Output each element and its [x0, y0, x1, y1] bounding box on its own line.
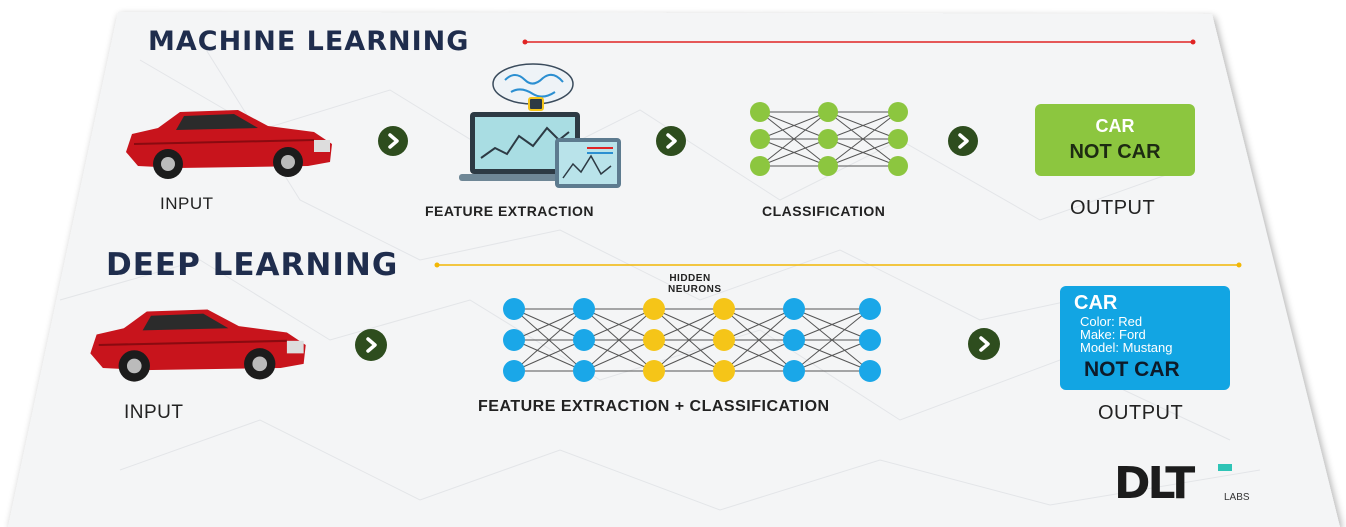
- ml-output-label: OUTPUT: [1070, 197, 1156, 219]
- chevron-right-icon: [958, 133, 969, 149]
- chevron-right-icon: [388, 133, 399, 149]
- network-edge: [723, 308, 795, 372]
- car-icon: [126, 110, 332, 179]
- network-edge: [793, 308, 871, 341]
- network-edge: [583, 339, 655, 372]
- network-edge: [583, 308, 655, 341]
- network-node: [643, 329, 665, 351]
- chevron-right-icon: [666, 133, 677, 149]
- logo-accent: [1218, 464, 1232, 471]
- dl-hidden-label: HIDDEN NEURONS: [668, 273, 722, 295]
- network-node: [783, 298, 805, 320]
- network-node: [783, 360, 805, 382]
- network-node: [573, 329, 595, 351]
- ml-input-label: INPUT: [160, 194, 214, 213]
- dl-output-color: Color: Red: [1080, 314, 1143, 329]
- dl-output-not-car: NOT CAR: [1084, 358, 1180, 381]
- dl-output-model: Model: Mustang: [1080, 340, 1173, 355]
- chevron-right-icon: [979, 336, 990, 352]
- car-icon: [90, 309, 306, 382]
- dl-input-label: INPUT: [124, 402, 184, 423]
- network-node: [643, 298, 665, 320]
- deep-neural-network-icon: [503, 298, 881, 382]
- network-edge: [793, 308, 871, 372]
- dlt-labs-logo: DLT LABS: [1114, 458, 1254, 509]
- dl-output-box: CAR Color: Red Make: Ford Model: Mustang…: [1060, 286, 1230, 390]
- network-node: [783, 329, 805, 351]
- logo-main: DLT: [1114, 458, 1195, 509]
- brain-chip-icon: [492, 63, 574, 111]
- dl-output-make: Make: Ford: [1080, 327, 1146, 342]
- ml-title-line: [522, 39, 1196, 45]
- chevron-right-icon: [366, 337, 377, 353]
- dl-title-line: [434, 262, 1242, 268]
- dl-hidden-label-line2: NEURONS: [668, 284, 722, 295]
- ml-arrow-3: [948, 126, 978, 156]
- ml-title: MACHINE LEARNING: [148, 26, 470, 57]
- ml-arrow-2: [656, 126, 686, 156]
- network-node: [503, 329, 525, 351]
- ml-arrow-1: [378, 126, 408, 156]
- ml-feature-label: FEATURE EXTRACTION: [425, 203, 594, 219]
- dl-output-car: CAR: [1074, 292, 1118, 314]
- neural-network-icon: [750, 102, 908, 176]
- network-edge: [653, 308, 725, 372]
- network-edge: [723, 308, 795, 341]
- network-node: [859, 360, 881, 382]
- network-node: [573, 298, 595, 320]
- ml-output-box: CAR NOT CAR: [1035, 104, 1195, 176]
- network-node: [573, 360, 595, 382]
- logo-sub: LABS: [1224, 492, 1250, 503]
- dl-arrow-2: [968, 328, 1000, 360]
- dl-title: DEEP LEARNING: [106, 247, 399, 283]
- ml-classification-label: CLASSIFICATION: [762, 203, 886, 219]
- dl-output-label: OUTPUT: [1098, 402, 1184, 424]
- network-node: [503, 298, 525, 320]
- network-edge: [723, 339, 795, 372]
- ml-output-car: CAR: [1095, 116, 1135, 136]
- network-node: [713, 360, 735, 382]
- dl-arrow-1: [355, 329, 387, 361]
- network-node: [713, 298, 735, 320]
- network-node: [859, 329, 881, 351]
- network-edge: [583, 308, 655, 372]
- laptop-chart-icon: [459, 63, 621, 188]
- network-edge: [793, 339, 871, 372]
- network-edge: [513, 308, 585, 372]
- network-edge: [513, 339, 585, 372]
- network-node: [643, 360, 665, 382]
- network-node: [503, 360, 525, 382]
- dl-combined-label: FEATURE EXTRACTION + CLASSIFICATION: [478, 398, 830, 415]
- network-node: [859, 298, 881, 320]
- network-edge: [653, 339, 725, 372]
- network-edge: [513, 308, 585, 341]
- network-node: [713, 329, 735, 351]
- network-edge: [653, 308, 725, 341]
- ml-output-not-car: NOT CAR: [1069, 141, 1161, 163]
- dl-hidden-label-line1: HIDDEN: [669, 273, 711, 284]
